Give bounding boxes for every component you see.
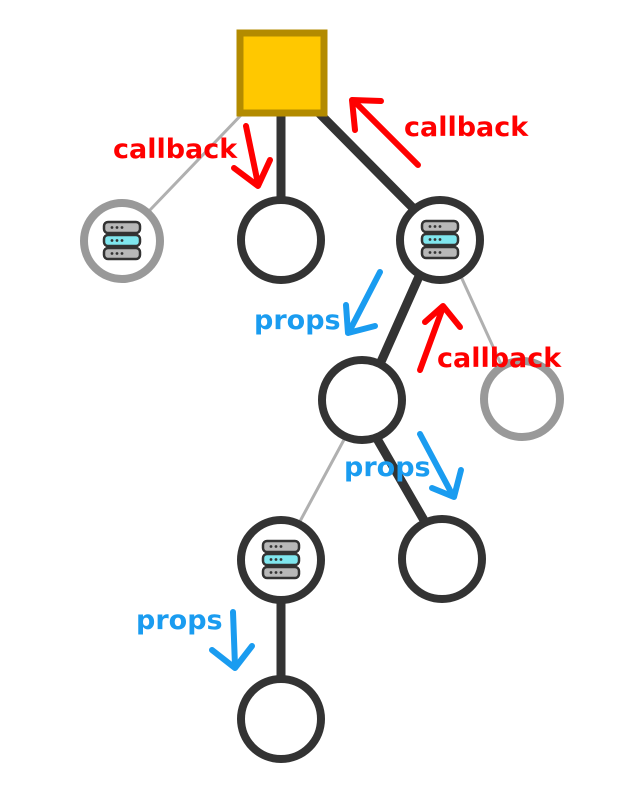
database-icon — [102, 220, 142, 261]
root-component — [236, 29, 328, 117]
props-label: props — [344, 452, 431, 483]
database-icon — [261, 539, 301, 580]
node-center-child — [237, 196, 325, 284]
arrow-icon — [417, 431, 464, 500]
edge-mid-to-bottom-store — [296, 434, 348, 527]
props-label: props — [136, 605, 223, 636]
database-icon — [420, 219, 460, 260]
arrow-icon — [417, 303, 463, 373]
arrow-icon — [209, 609, 255, 671]
node-middle — [318, 356, 406, 444]
arrow-icon — [343, 269, 383, 336]
arrow-icon — [231, 123, 273, 189]
edge-root-to-right-store — [313, 107, 417, 212]
node-right-leaf — [398, 515, 486, 603]
callback-arrows — [231, 97, 463, 373]
edge-store-to-gray-node — [456, 268, 502, 364]
callback-label: callback — [437, 343, 562, 374]
node-gray-right — [480, 357, 564, 441]
props-arrows — [209, 269, 464, 671]
edge-root-to-left-store — [148, 110, 246, 212]
arrow-icon — [349, 97, 421, 168]
props-label: props — [254, 305, 341, 336]
edges — [148, 107, 502, 687]
node-bottom-leaf — [237, 675, 325, 763]
edge-store-to-mid-node — [375, 267, 426, 369]
callback-label: callback — [404, 112, 529, 143]
labels: callback callback callback props props p… — [113, 112, 562, 636]
edge-mid-to-right-leaf — [371, 432, 430, 527]
callback-label: callback — [113, 134, 238, 165]
